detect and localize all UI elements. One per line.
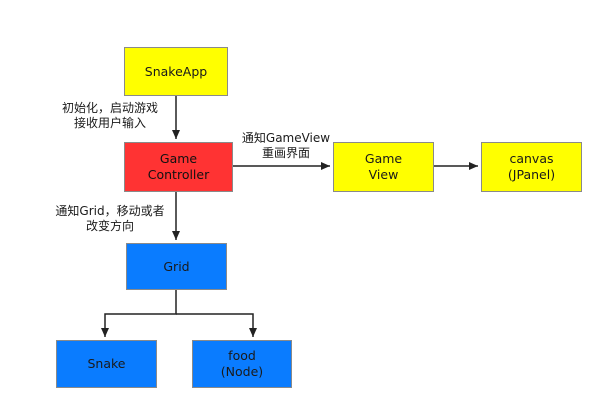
node-food-label: food (Node) [220,348,264,379]
arrow-grid-to-snake [101,290,177,337]
node-snakeapp-label: SnakeApp [144,63,208,79]
node-game-view: Game View [333,142,434,192]
node-game-view-label: Game View [364,151,403,182]
node-game-controller-label: Game Controller [147,151,210,182]
edge-label-notify-grid: 通知Grid，移动或者 改变方向 [55,204,165,233]
edge-label-init: 初始化，启动游戏 接收用户输入 [61,101,158,130]
node-snakeapp: SnakeApp [124,47,228,96]
node-food: food (Node) [192,340,292,388]
node-canvas: canvas (JPanel) [481,142,582,192]
arrow-grid-to-food [176,313,257,337]
node-snake: Snake [56,340,157,388]
node-snake-label: Snake [87,356,126,371]
edge-label-notify-view: 通知GameView 重画界面 [241,131,331,160]
node-grid: Grid [126,243,227,290]
node-game-controller: Game Controller [124,142,233,192]
node-grid-label: Grid [163,258,190,274]
node-canvas-label: canvas (JPanel) [507,151,556,182]
